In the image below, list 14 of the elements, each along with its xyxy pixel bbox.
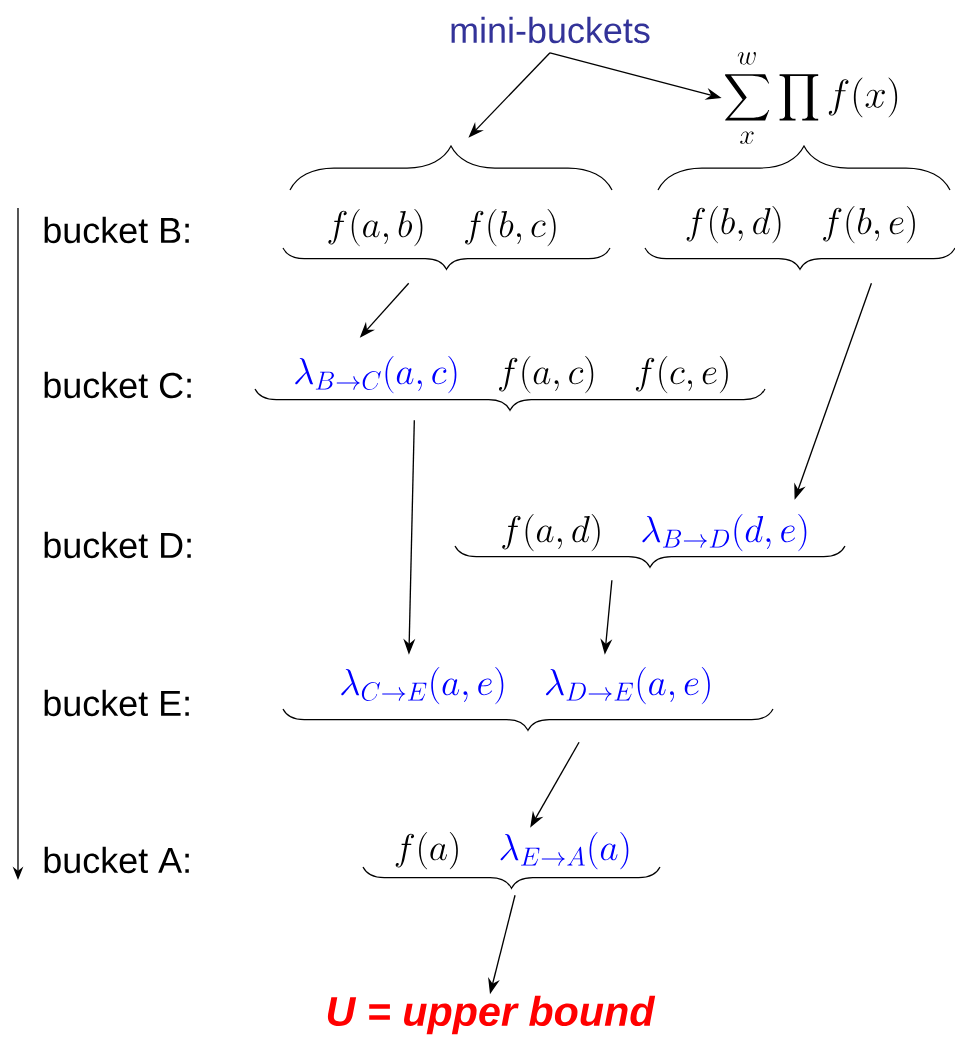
braced-group: $\lambda_{C\rightarrow E}(a,e)$ $\lambda_{D\rightarrow E}(a,e)$ xyxy=(282,666,774,731)
bucket-label: bucket D: xyxy=(44,531,191,559)
braced-group: $\lambda_{B\rightarrow C}(a,c)$ $f(a,c)$ $f(c,e)$ xyxy=(254,356,766,411)
heading-text: mini-buckets xyxy=(451,16,650,44)
braced-group: $f(a,d)$ $\lambda_{B\rightarrow D}(d,e)$ xyxy=(454,514,846,568)
bucket-label: bucket A: xyxy=(44,846,189,874)
formula: $\sum_{x}^{w}\prod f(x)$ xyxy=(725,51,898,145)
bucket-label: bucket B: xyxy=(44,216,189,244)
braced-group: $f(a,b)$ $f(b,c)$ xyxy=(282,145,613,270)
bucket-label: bucket C: xyxy=(44,371,191,399)
braced-group: $f(a)$ $\lambda_{E\rightarrow A}(a)$ xyxy=(362,832,661,889)
braced-group: $f(b,d)$ $f(b,e)$ xyxy=(644,145,955,270)
result-text: U = upper bound xyxy=(327,995,656,1035)
bucket-label: bucket E: xyxy=(44,689,189,717)
